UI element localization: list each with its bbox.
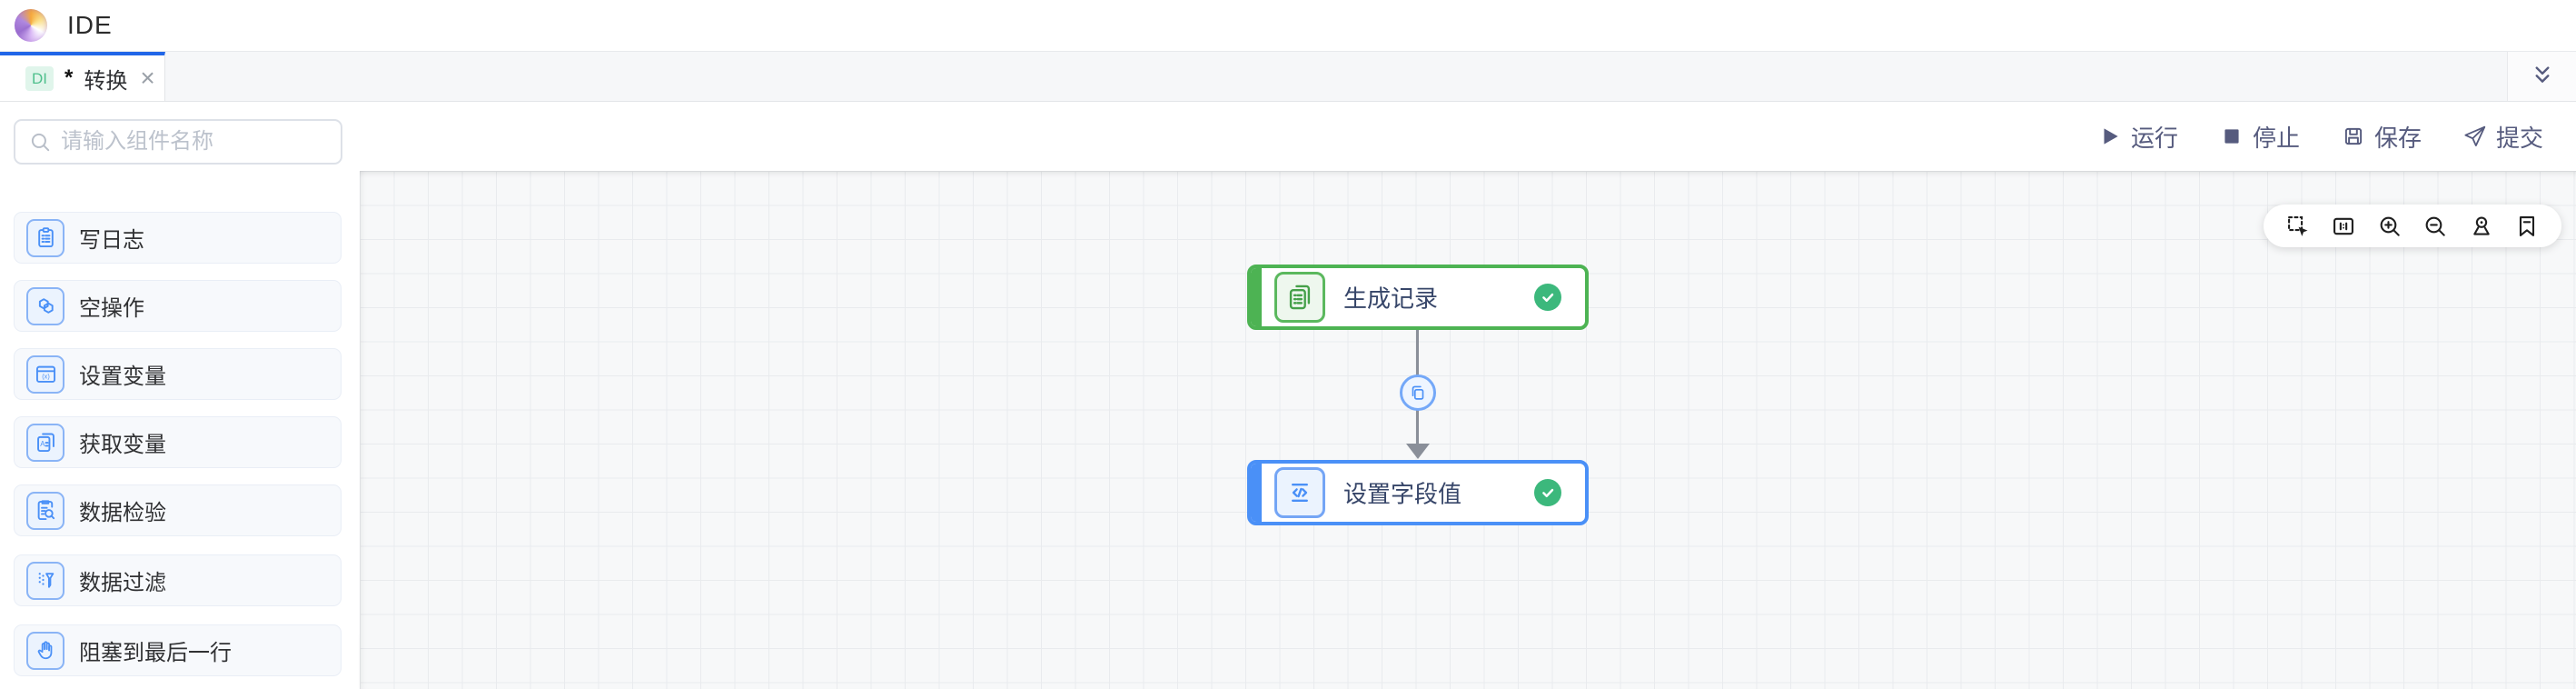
sidebar-item-get-variable[interactable]: A 获取变量: [14, 416, 342, 468]
tab-transform[interactable]: DI * 转换 ×: [0, 52, 165, 101]
locate-icon: [2472, 216, 2490, 235]
sidebar-item-label: 写日志: [79, 228, 144, 253]
submit-button[interactable]: 提交: [2463, 120, 2543, 154]
flow-canvas[interactable]: 运行 停止 保存 提交 生成记录 设置字段: [360, 102, 2576, 689]
search-icon: [31, 133, 50, 152]
generate-records-icon: [1289, 285, 1311, 310]
sidebar-item-set-variable[interactable]: (x) 设置变量: [14, 348, 342, 400]
node-generate-records[interactable]: 生成记录: [1247, 265, 1589, 330]
component-search-box[interactable]: [14, 119, 342, 165]
sidebar-item-label: 数据检验: [79, 501, 166, 525]
set-field-value-icon: [1292, 484, 1308, 502]
edge-arrowhead-icon: [1406, 444, 1430, 459]
canvas-grid[interactable]: [360, 171, 2576, 689]
run-button[interactable]: 运行: [2098, 120, 2178, 154]
sidebar-item-label: 设置变量: [79, 364, 166, 389]
fit-view-icon: [2333, 217, 2354, 235]
sidebar-item-label: 阻塞到最后一行: [79, 641, 232, 665]
search-input[interactable]: [61, 129, 341, 155]
data-validate-icon: [37, 500, 54, 521]
bookmark-icon: [2519, 215, 2535, 236]
bookmark-button[interactable]: [2514, 214, 2540, 239]
play-icon: [2104, 128, 2118, 145]
fit-view-button[interactable]: [2331, 214, 2356, 239]
node-set-field-value[interactable]: 设置字段值: [1247, 460, 1589, 525]
tab-close-icon[interactable]: ×: [140, 64, 155, 92]
write-log-icon: [37, 227, 54, 248]
save-icon: [2344, 127, 2363, 145]
svg-text:A: A: [40, 440, 45, 448]
marquee-select-button[interactable]: [2285, 214, 2311, 239]
component-sidebar: 写日志 空操作 (x) 设置变量 A 获取变量 数据检验 数据过滤 阻塞到最后一…: [0, 102, 360, 689]
run-toolbar: 运行 停止 保存 提交: [360, 102, 2576, 171]
sidebar-item-label: 空操作: [79, 296, 144, 321]
sidebar-item-data-validate[interactable]: 数据检验: [14, 484, 342, 536]
save-button[interactable]: 保存: [2342, 120, 2422, 154]
double-chevron-down-icon: [2535, 66, 2549, 83]
app-title: IDE: [67, 11, 113, 39]
tab-type-badge: DI: [25, 65, 54, 91]
stop-button[interactable]: 停止: [2220, 120, 2300, 154]
locate-button[interactable]: [2469, 214, 2494, 239]
sidebar-item-dummy-step[interactable]: 空操作: [14, 280, 342, 332]
node-label: 设置字段值: [1343, 480, 1462, 508]
tab-bar: DI * 转换 ×: [0, 52, 2576, 102]
tab-list-expand-button[interactable]: [2507, 52, 2576, 101]
set-variable-icon: (x): [35, 365, 55, 383]
sidebar-item-write-log[interactable]: 写日志: [14, 212, 342, 264]
check-circle-icon: [1534, 284, 1561, 311]
zoom-in-button[interactable]: [2377, 214, 2403, 239]
submit-icon: [2464, 125, 2486, 146]
sidebar-item-block-until-last-row[interactable]: 阻塞到最后一行: [14, 624, 342, 676]
svg-text:(x): (x): [42, 373, 50, 381]
app-header: IDE: [0, 0, 2576, 52]
tab-dirty-marker: *: [64, 65, 74, 90]
check-circle-icon: [1534, 479, 1561, 506]
zoom-out-icon: [2425, 216, 2445, 236]
edge-copy-badge[interactable]: [1400, 374, 1436, 411]
marquee-select-icon: [2288, 215, 2308, 236]
block-until-last-row-icon: [37, 641, 52, 660]
get-variable-icon: A: [36, 433, 54, 453]
copy-icon: [1412, 385, 1424, 400]
zoom-out-button[interactable]: [2422, 214, 2448, 239]
app-logo-icon: [15, 9, 47, 42]
tab-title: 转换: [84, 68, 128, 94]
zoom-in-icon: [2380, 216, 2400, 236]
dummy-step-icon: [38, 298, 54, 314]
sidebar-item-data-filter[interactable]: 数据过滤: [14, 554, 342, 606]
stop-icon: [2224, 129, 2239, 144]
sidebar-item-label: 数据过滤: [79, 571, 166, 595]
sidebar-item-label: 获取变量: [79, 433, 166, 457]
data-filter-icon: [38, 573, 54, 588]
node-label: 生成记录: [1343, 285, 1439, 313]
canvas-view-toolbar: [2264, 205, 2561, 247]
